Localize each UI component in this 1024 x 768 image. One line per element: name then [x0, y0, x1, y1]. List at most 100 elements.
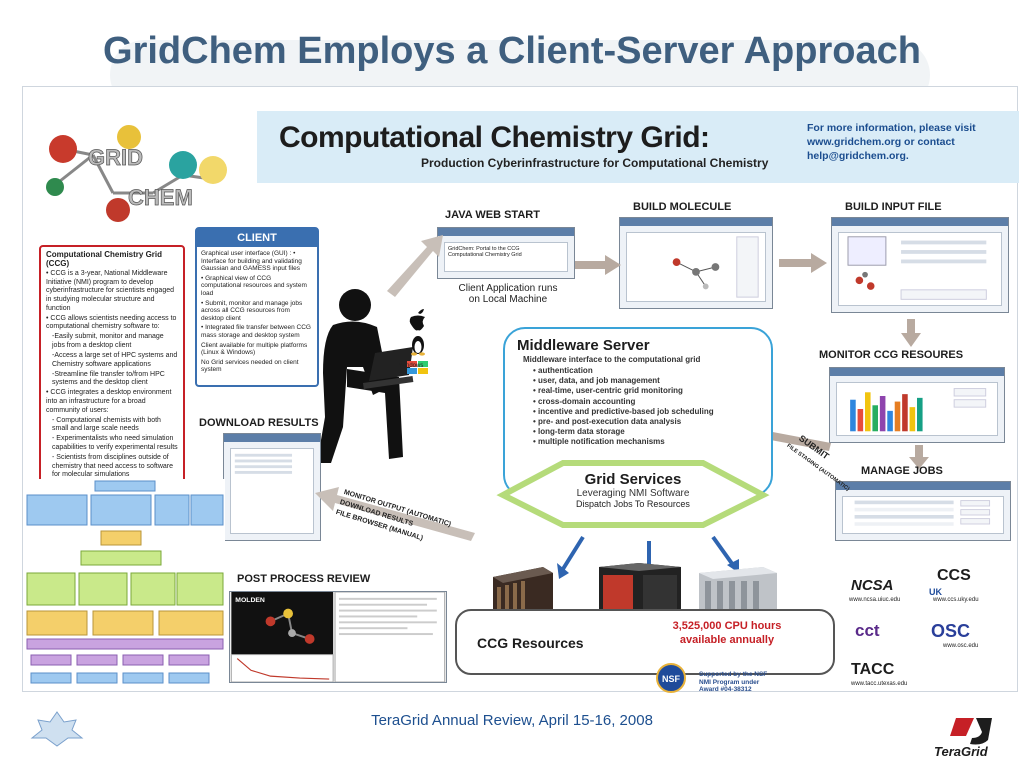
ccg-resources-title: CCG Resources — [477, 635, 584, 651]
portal-title: GridChem: Portal to the CCG — [448, 246, 520, 252]
monitor-bar-chart — [850, 388, 987, 432]
ncsa-logo: NCSA — [851, 577, 894, 594]
banner: Computational Chemistry Grid: Production… — [257, 111, 1019, 183]
client-box: CLIENT Graphical user interface (GUI) : … — [195, 227, 319, 387]
ccg-item: - Experimentalists who need simulation c… — [52, 435, 178, 451]
client-item: Graphical user interface (GUI) : • Inter… — [201, 250, 302, 273]
gridchem-logo: GRID CHEM — [46, 125, 227, 222]
slide-title: GridChem Employs a Client-Server Approac… — [103, 30, 921, 72]
grid-services-sub1: Leveraging NMI Software — [576, 488, 690, 499]
logo-chem-text: CHEM — [128, 185, 193, 210]
svg-text:NSF: NSF — [662, 674, 681, 684]
arrow-to-monitor — [901, 319, 921, 347]
osc-url: www.osc.edu — [943, 643, 979, 649]
ccg-item: • CCG is a 3-year, National Middleware I… — [46, 270, 175, 312]
teragrid-logo — [950, 718, 992, 745]
tacc-url: www.tacc.utexas.edu — [851, 681, 908, 687]
grid-services-title: Grid Services — [584, 471, 682, 488]
monitor-label: MONITOR CCG RESOURES — [819, 349, 964, 361]
java-web-start-screenshot: GridChem: Portal to the CCG Computationa… — [437, 227, 575, 279]
middleware-item: pre- and post-execution data analysis — [533, 417, 759, 427]
logo-atom-red — [49, 135, 77, 163]
ccg-resources-box: CCG Resources 3,525,000 CPU hours availa… — [455, 609, 835, 675]
grid-services-sub2: Dispatch Jobs To Resources — [576, 499, 690, 509]
middleware-item: cross-domain accounting — [533, 397, 759, 407]
apple-icon — [418, 309, 424, 314]
arrow-to-build-input — [779, 253, 827, 273]
middleware-item: long-term data storage — [533, 427, 759, 437]
client-heading: CLIENT — [197, 229, 317, 247]
logo-atom-green — [46, 178, 64, 196]
arrow-to-manage-jobs — [909, 445, 929, 469]
nsf-line3: Award #04-38312 — [699, 686, 752, 694]
nsf-line1: Supported by the NSF — [699, 671, 768, 678]
ccg-box-heading: Computational Chemistry Grid (CCG) — [46, 250, 163, 268]
client-item: • Graphical view of CCG computational re… — [201, 274, 307, 297]
logo-grid-text: GRID — [88, 145, 143, 170]
middleware-item: multiple notification mechanisms — [533, 437, 759, 447]
os-icons — [407, 309, 428, 374]
ccg-description-box: Computational Chemistry Grid (CCG) • CCG… — [39, 245, 185, 493]
tacc-logo: TACC — [851, 661, 895, 678]
build-molecule-label: BUILD MOLECULE — [633, 201, 732, 213]
manage-jobs-label: MANAGE JOBS — [861, 465, 943, 477]
cpu-hours-line2: available annually — [679, 634, 775, 646]
molecule-drawing — [672, 236, 759, 298]
post-process-screenshot: MOLDEN — [229, 591, 447, 683]
portal-subtitle: Computational Chemistry Grid — [448, 252, 522, 258]
ccg-item: -Streamline file transfer to/from HPC sy… — [52, 370, 165, 387]
middleware-subtitle: Middleware interface to the computationa… — [523, 355, 701, 364]
client-item: Client available for multiple platforms … — [201, 341, 308, 357]
uk-logo: UK — [929, 587, 942, 597]
banner-subtitle: Production Cyberinfrastructure for Compu… — [421, 156, 769, 170]
manage-jobs-screenshot — [835, 481, 1011, 541]
nsf-line2: NMI Program under — [699, 678, 760, 686]
teragrid-emblem-icon — [30, 711, 84, 747]
architecture-diagram — [25, 479, 225, 689]
download-results-screenshot — [223, 433, 321, 541]
client-item: • Integrated file transfer between CCG m… — [201, 324, 311, 339]
middleware-item: real-time, user-centric grid monitoring — [533, 386, 759, 396]
monitor-screenshot — [829, 367, 1005, 443]
ncsa-url: www.ncsa.uiuc.edu — [849, 597, 901, 603]
middleware-item: user, data, and job management — [533, 376, 759, 386]
windows-icon — [407, 361, 417, 367]
middleware-item: incentive and predictive-based job sched… — [533, 407, 759, 417]
windows-label: Windows — [399, 363, 424, 369]
build-molecule-screenshot — [619, 217, 773, 309]
build-input-file-label: BUILD INPUT FILE — [845, 201, 942, 213]
client-caption: Client Application runs on Local Machine — [443, 283, 573, 305]
arrow-middleware-monitor — [739, 421, 831, 451]
logo-atom-red2 — [106, 198, 130, 222]
client-item: • Submit, monitor and manage jobs across… — [201, 299, 303, 322]
ccg-item: • CCG integrates a desktop environment i… — [46, 389, 172, 414]
osc-logo: OSC — [931, 621, 971, 641]
teragrid-text: TeraGrid — [934, 744, 988, 759]
molden-label: MOLDEN — [235, 597, 265, 604]
arrow-resources-to-download — [315, 487, 475, 541]
nsf-text: Supported by the NSF NMI Program under A… — [699, 671, 767, 694]
middleware-item: authentication — [533, 366, 759, 376]
server-racks — [493, 535, 777, 625]
build-input-file-screenshot — [831, 217, 1009, 313]
logo-atom-light — [199, 156, 227, 184]
arrow-to-build-molecule — [575, 255, 621, 275]
ccg-item: - Computational chemists with both small… — [52, 416, 161, 433]
partner-logos: NCSA www.ncsa.uiuc.edu CCS UK www.ccs.uk… — [845, 567, 1015, 697]
download-results-label: DOWNLOAD RESULTS — [199, 417, 319, 429]
banner-info: For more information, please visit www.g… — [807, 122, 976, 162]
grid-services-text: Grid Services Leveraging NMI Software Di… — [493, 471, 773, 509]
person-laptop-icon — [317, 289, 414, 463]
poster: Computational Chemistry Grid: Production… — [22, 86, 1019, 694]
ccg-item: - Scientists from disciplines outside of… — [52, 454, 173, 479]
cct-logo: cct — [855, 621, 880, 640]
banner-title: Computational Chemistry Grid: — [279, 121, 710, 154]
client-caption-1: Client Application runs — [458, 283, 558, 294]
ccs-logo: CCS — [937, 567, 971, 584]
client-caption-2: on Local Machine — [468, 294, 548, 305]
client-item: No Grid services needed on client system — [201, 358, 299, 374]
ccg-item: -Access a large set of HPC systems and C… — [52, 352, 178, 368]
arrow-person-to-java — [387, 235, 443, 297]
ccs-url: www.ccs.uky.edu — [933, 597, 979, 603]
cpu-hours-line1: 3,525,000 CPU hours — [672, 620, 782, 632]
